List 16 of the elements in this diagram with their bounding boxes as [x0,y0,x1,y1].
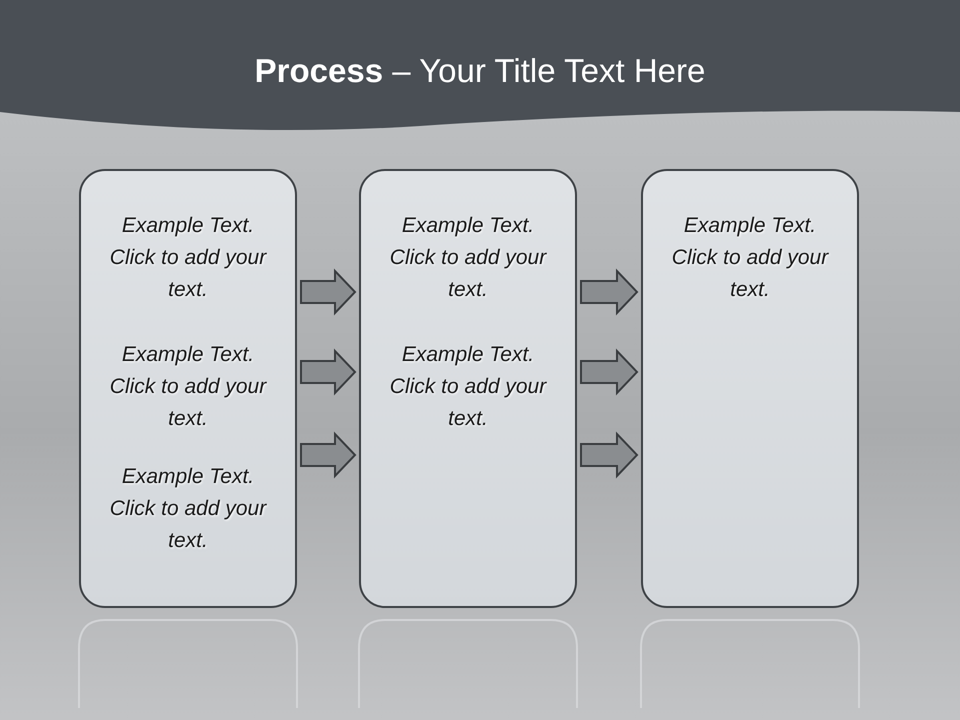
block-arrow [300,268,356,316]
block-arrow [300,348,356,396]
process-box [359,169,577,608]
body-text: Example Text. Click to add your text. [388,342,548,432]
title: Process – Your Title Text Here [254,52,706,90]
process-box [641,169,859,608]
block-arrow [580,348,638,396]
body-text: Example Text. Click to add your text. [108,464,268,554]
body-text: Example Text. Click to add your text. [108,342,268,432]
block-arrow [300,432,356,478]
block-arrow [580,268,638,316]
body-text: Example Text. Click to add your text. [108,213,268,303]
block-arrow [580,432,638,478]
process-box [79,169,297,608]
body-text: Example Text. Click to add your text. [388,213,548,303]
body-text: Example Text. Click to add your text. [670,213,830,303]
